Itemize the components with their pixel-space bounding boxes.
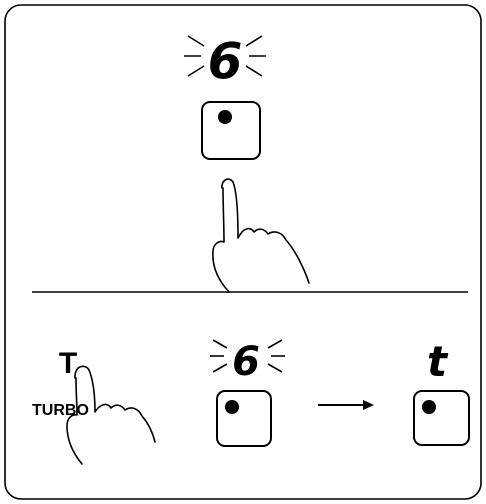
top-button xyxy=(202,102,260,159)
middle-button xyxy=(217,391,271,446)
bottom-panel: T TURBO 6 t xyxy=(32,337,469,464)
right-arrow-icon xyxy=(318,400,374,410)
top-hand-icon xyxy=(213,179,309,292)
bottom-display-after: t xyxy=(427,337,449,386)
top-button-dot xyxy=(218,110,232,124)
bottom-display-before: 6 xyxy=(232,339,260,385)
turbo-key-label: TURBO xyxy=(32,402,89,419)
right-button xyxy=(414,391,469,445)
right-button-dot xyxy=(422,400,436,414)
middle-button-dot xyxy=(225,400,239,414)
top-display-digit: 6 xyxy=(208,32,243,90)
top-panel: 6 xyxy=(184,32,309,292)
